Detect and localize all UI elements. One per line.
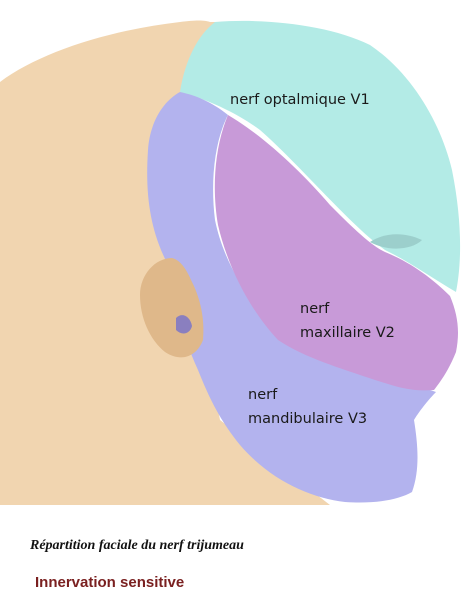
diagram-caption: Répartition faciale du nerf trijumeau (30, 538, 244, 554)
label-v1: nerf optalmique V1 (230, 89, 370, 111)
diagram-subtitle: Innervation sensitive (35, 574, 184, 591)
label-v3-line2: mandibulaire V3 (248, 408, 367, 430)
label-v2-line2: maxillaire V2 (300, 322, 395, 344)
label-v3-line1: nerf (248, 384, 277, 406)
label-v2-line1: nerf (300, 298, 329, 320)
